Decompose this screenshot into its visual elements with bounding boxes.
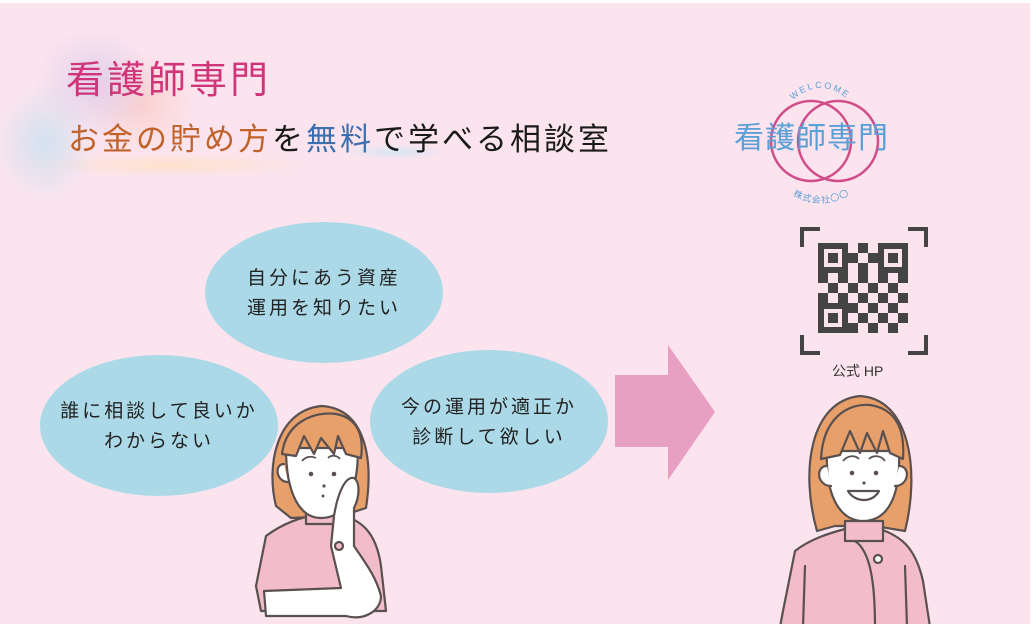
bubble-text-line: 自分にあう資産	[246, 266, 401, 289]
logo-name: 看護師専門	[734, 121, 889, 156]
logo-welcome: WELCOME	[788, 80, 850, 102]
page-subtitle: お金の貯め方を無料で学べる相談室	[68, 125, 612, 156]
happy-nurse-illustration	[779, 394, 931, 624]
subtitle-rest: で学べる相談室	[374, 122, 612, 158]
worried-nurse-illustration	[254, 404, 388, 619]
logo-company: 株式会社〇〇	[791, 187, 850, 206]
qr-caption: 公式 HP	[832, 363, 884, 379]
speech-bubble-left: 誰に相談して良いか わからない	[40, 355, 278, 496]
watercolor-glow	[0, 23, 320, 213]
qr-code-icon	[800, 227, 928, 355]
subtitle-highlight-savings: お金の貯め方	[68, 122, 272, 158]
speech-bubble-right: 今の運用が適正か 診断して欲しい	[370, 350, 608, 493]
bubble-text-line: 今の運用が適正か	[400, 395, 577, 418]
banner-canvas: 看護師専門 お金の貯め方を無料で学べる相談室 WELCOME 株式会社〇〇 看護…	[0, 3, 1030, 624]
page-title: 看護師専門	[66, 58, 272, 102]
bubble-text-line: わからない	[103, 429, 214, 452]
brand-logo[interactable]: WELCOME 株式会社〇〇 看護師専門	[728, 73, 918, 213]
bubble-text-line: 運用を知りたい	[246, 296, 401, 319]
subtitle-highlight-free: 無料	[306, 122, 374, 158]
speech-bubble-top: 自分にあう資産 運用を知りたい	[205, 222, 443, 363]
bubble-text-line: 誰に相談して良いか	[60, 399, 258, 422]
qr-code[interactable]	[800, 227, 928, 357]
logo-rings-icon: WELCOME 株式会社〇〇	[769, 80, 880, 206]
svg-text:WELCOME: WELCOME	[788, 80, 852, 102]
bubble-text-line: 診断して欲しい	[412, 425, 566, 448]
watercolor-swoosh	[340, 143, 450, 161]
arrow-right-icon	[615, 345, 715, 480]
svg-text:株式会社〇〇: 株式会社〇〇	[791, 187, 851, 206]
subtitle-particle: を	[272, 122, 306, 158]
